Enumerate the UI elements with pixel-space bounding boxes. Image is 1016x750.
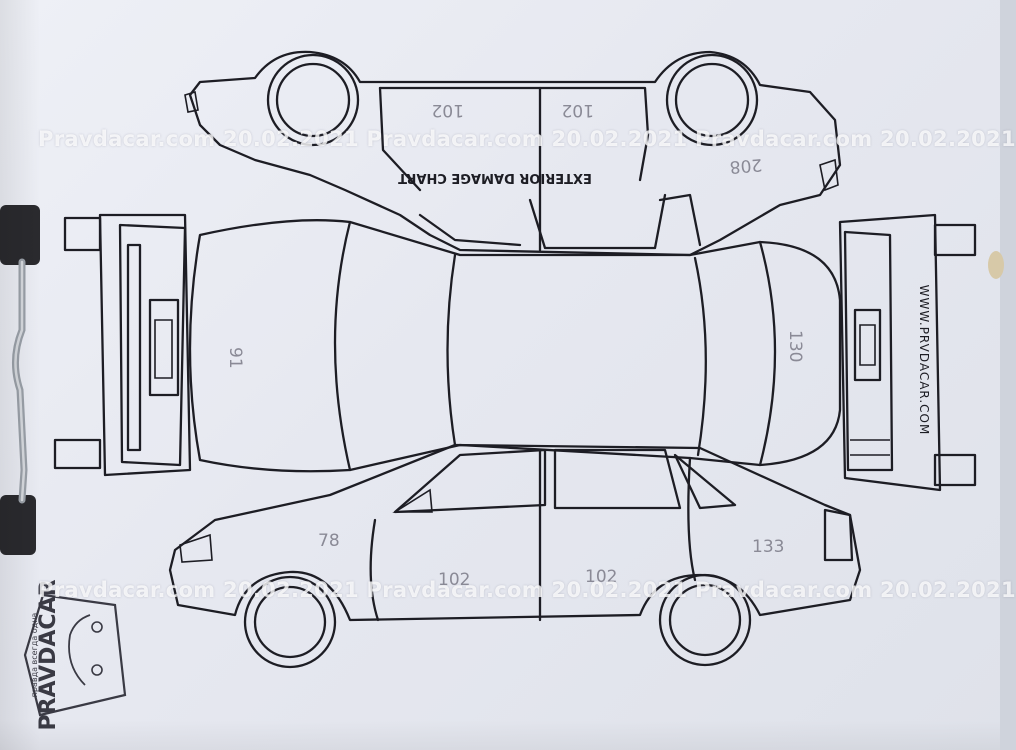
top-rear-fender-reading: 208 <box>729 154 763 177</box>
pravdacar-stamp: PRAVDACAR правда всегда одна <box>23 579 127 731</box>
side-rear-door-reading: 102 <box>585 567 617 587</box>
car-front-view <box>53 213 192 477</box>
top-left-door-reading: 102 <box>432 100 464 120</box>
car-side-view <box>168 443 862 669</box>
trunk-reading: 130 <box>785 330 805 362</box>
hood-reading: 91 <box>225 347 245 369</box>
car-plan-view <box>188 219 842 473</box>
clipboard-clip <box>0 205 40 555</box>
side-front-fender-reading: 78 <box>318 531 340 551</box>
side-front-door-reading: 102 <box>438 570 470 590</box>
stamp-brand: PRAVDACAR <box>36 579 61 730</box>
watermark-row-top: Pravdacar.com 20.02.2021 Pravdacar.com 2… <box>38 127 1016 151</box>
side-rear-fender-reading: 133 <box>752 537 784 557</box>
punch-hole <box>988 251 1004 279</box>
stamp-slogan: правда всегда одна <box>30 613 39 698</box>
chart-title: EXTERIOR DAMAGE CHART <box>398 170 592 185</box>
top-right-door-reading: 102 <box>562 100 594 120</box>
website-label: WWW.PRVDACAR.COM <box>917 285 931 436</box>
watermark-row-bottom: Pravdacar.com 20.02.2021 Pravdacar.com 2… <box>38 578 1016 602</box>
car-top-side-view <box>184 50 842 257</box>
car-rear-view <box>838 213 977 492</box>
